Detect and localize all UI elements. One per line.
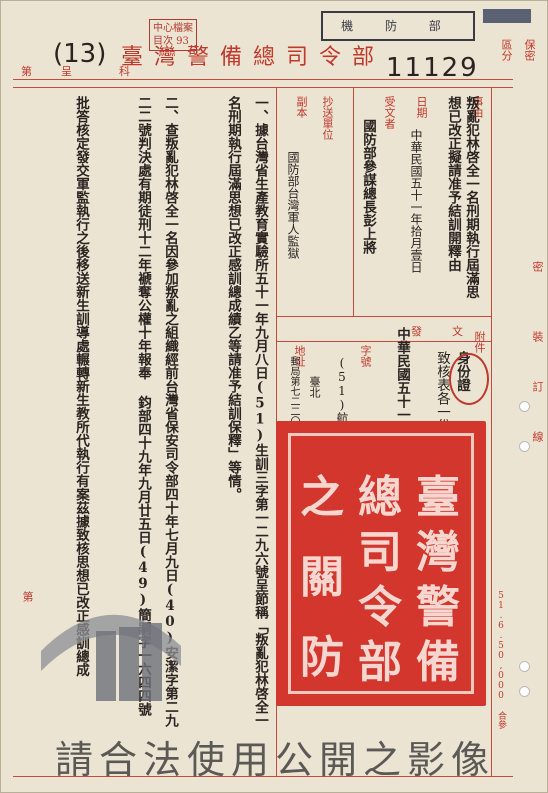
recipient-label: 受文者 — [383, 96, 396, 129]
place-label: 地址 — [293, 345, 306, 367]
seal-glyph: 司 — [358, 527, 402, 578]
header-rule — [13, 79, 513, 80]
number-label: 字號 — [359, 345, 372, 367]
security-class-label: 區分 — [500, 39, 513, 61]
subject-label: 事由 — [471, 96, 484, 118]
seal-glyph: 警 — [416, 582, 460, 633]
city-text: 臺北 — [308, 376, 321, 398]
seal-glyph: 防 — [300, 632, 344, 683]
attach-label: 附件 — [473, 331, 486, 353]
binding-mark-1: 密 — [531, 261, 544, 272]
binding-mark-2: 裝 — [531, 331, 544, 342]
header-label-ke: 科 — [119, 65, 130, 78]
header-label-cheng: 呈 — [61, 65, 72, 78]
seal-glyph: 之 — [300, 472, 344, 523]
seal-glyph: 關 — [300, 552, 344, 603]
page-title: 臺灣警備總司令部 — [121, 45, 386, 70]
divider-upper — [353, 87, 354, 317]
cc-label: 副本 — [295, 96, 308, 118]
seal-glyph: 部 — [358, 637, 402, 688]
header-rule-2 — [13, 87, 513, 88]
archive-stamp: 中心檔案 目次 93 — [149, 19, 197, 51]
cc-text: 國防部台灣軍人監獄 — [286, 151, 300, 259]
divider-right — [491, 87, 492, 777]
issue-label: 發文 — [411, 325, 493, 338]
archive-logo-icon — [41, 614, 181, 701]
attach-note: 致核表各一份 — [434, 351, 450, 432]
seal-glyph: 總 — [358, 472, 402, 523]
body-paragraph-1: 一、據台灣省生產教育實驗所五十一年九月八日(51)生訓三字第一二九六號呈節稱「叛… — [225, 96, 268, 727]
handwritten-number: (13) — [53, 39, 107, 69]
punch-hole — [519, 441, 530, 452]
copy-label: 抄送單位 — [321, 96, 334, 140]
archive-stamp-line1: 中心檔案 — [153, 23, 193, 34]
body-paragraph-3: 批答核定發交軍監執行之後移送新生訓導處輾轉新生教所代執行有案茲據致核思想已改正感… — [73, 96, 89, 677]
seal-border — [288, 433, 474, 694]
body-paragraph-2: 二、查叛亂犯林啓全一名因參加叛亂之組織經前台灣省保安司令部四十年七月九日(40)… — [135, 96, 178, 727]
header-label-di: 第 — [21, 65, 32, 78]
seal-glyph: 臺 — [416, 472, 460, 523]
left-edge-mark: 第 — [21, 591, 34, 602]
punch-hole — [519, 686, 530, 697]
divider-horizontal — [276, 316, 491, 317]
print-code: 51.6.50,000 合參 — [496, 591, 506, 729]
punch-hole — [519, 661, 530, 672]
corner-tag — [483, 9, 531, 23]
seal-glyph: 灣 — [416, 527, 460, 578]
punch-hole — [519, 401, 530, 412]
footer-rule — [13, 776, 513, 777]
subject-text: 叛亂犯林啓全一名刑期執行屆滿思想已改正擬請准予結訓開釋由 — [445, 96, 479, 299]
date-text: 中華民國五十一年拾月壹日 — [409, 129, 423, 273]
usage-watermark: 請合法使用公開之影像 — [54, 738, 495, 782]
binding-mark-3: 訂 — [531, 381, 544, 392]
document-serial: 11129 — [386, 53, 479, 83]
seal-glyph: 令 — [358, 582, 402, 633]
seal-glyph: 備 — [416, 637, 460, 688]
binding-mark-4: 線 — [531, 431, 544, 442]
address-text: 郵局第七二二〇號信箱 — [288, 356, 299, 456]
divider-horizontal-2 — [276, 341, 491, 342]
receipt-stamp: 機 防 部 — [321, 11, 475, 41]
date-label: 日期 — [415, 96, 428, 118]
recipient-text: 國防部參謀總長彭上將 — [360, 119, 376, 254]
oval-stamp — [449, 353, 489, 405]
security-label: 保密 — [523, 39, 536, 61]
archive-stamp-line2: 目次 93 — [153, 36, 189, 47]
official-seal: 臺 灣 警 備 總 司 令 部 之 關 防 — [276, 421, 486, 706]
